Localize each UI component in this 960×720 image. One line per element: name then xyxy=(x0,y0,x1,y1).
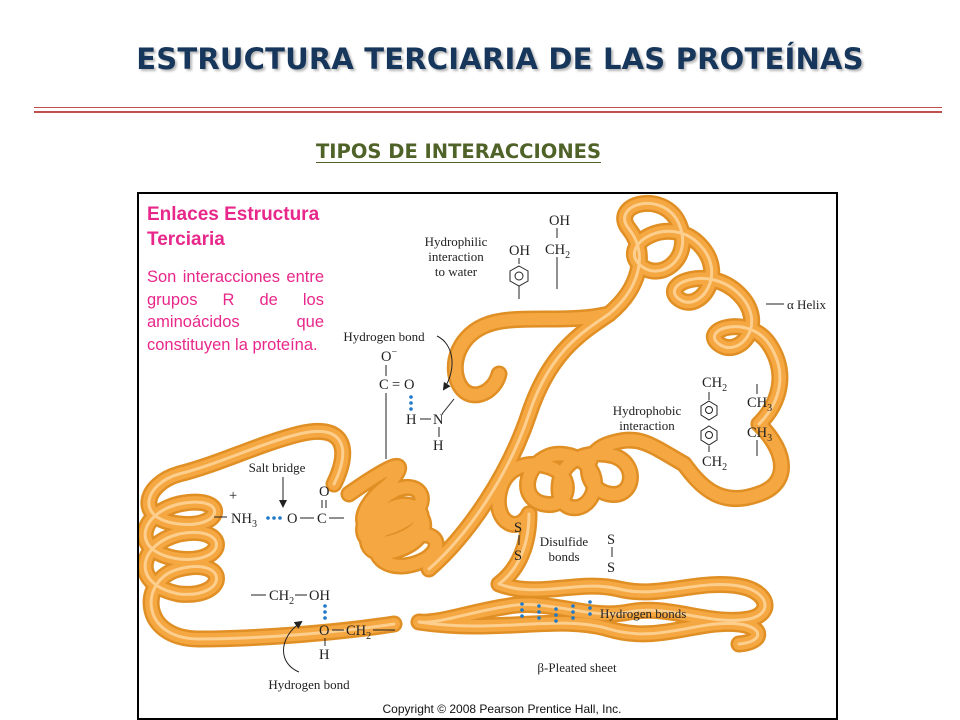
svg-text:H: H xyxy=(406,412,417,428)
copyright-text: Copyright © 2008 Pearson Prentice Hall, … xyxy=(383,702,622,716)
svg-text:+: + xyxy=(229,488,237,504)
slide-subtitle: TIPOS DE INTERACCIONES xyxy=(316,140,601,163)
svg-text:CH2: CH2 xyxy=(545,242,570,261)
svg-text:CH2: CH2 xyxy=(346,623,371,642)
alpha-helix-label-group: α Helix xyxy=(766,297,826,312)
label-disulfide-2: bonds xyxy=(548,549,579,564)
label-salt-bridge: Salt bridge xyxy=(249,460,306,475)
svg-text:=: = xyxy=(392,377,400,393)
label-hydrophilic-1: Hydrophilic xyxy=(425,234,488,249)
svg-text:O: O xyxy=(319,484,329,500)
svg-text:O: O xyxy=(319,623,329,639)
svg-text:OH: OH xyxy=(509,243,530,259)
svg-text:CH2: CH2 xyxy=(269,588,294,607)
svg-text:CH2: CH2 xyxy=(702,375,727,394)
label-hydrophilic-2: interaction xyxy=(428,249,484,264)
svg-text:O−: O− xyxy=(381,347,397,365)
svg-text:S: S xyxy=(607,560,615,576)
label-disulfide-1: Disulfide xyxy=(540,534,589,549)
svg-text:N: N xyxy=(433,412,444,428)
hydrophilic-group: OH OH CH2 Hydrophilic interaction to wat… xyxy=(425,213,570,299)
svg-text:OH: OH xyxy=(549,213,570,229)
beta-sheet-hbonds: Hydrogen bonds β-Pleated sheet xyxy=(520,600,686,675)
label-beta-sheet: β-Pleated sheet xyxy=(537,660,617,675)
svg-text:C: C xyxy=(317,511,327,527)
svg-text:C: C xyxy=(379,377,389,393)
svg-text:O: O xyxy=(404,377,414,393)
svg-text:OH: OH xyxy=(309,588,330,604)
label-alpha-helix: α Helix xyxy=(787,297,826,312)
svg-text:H: H xyxy=(433,438,444,454)
disulfide-group: S S S S Disulfide bonds xyxy=(514,520,615,576)
title-rule xyxy=(34,107,942,108)
hydrogen-bond-top: Hydrogen bond O− C = O H N H xyxy=(343,329,455,459)
label-hydrogen-bond-top: Hydrogen bond xyxy=(343,329,425,344)
label-hydrogen-bond-bottom: Hydrogen bond xyxy=(268,677,350,692)
svg-text:S: S xyxy=(514,548,522,564)
textbox-heading: Enlaces Estructura Terciaria xyxy=(147,204,320,250)
svg-text:CH3: CH3 xyxy=(747,425,772,444)
textbox-body: Son interacciones entre grupos R de los … xyxy=(147,268,324,354)
svg-text:NH3: NH3 xyxy=(231,511,257,530)
label-hydrogen-bonds: Hydrogen bonds xyxy=(600,606,686,621)
svg-text:O: O xyxy=(287,511,297,527)
title-rule-thick xyxy=(34,111,942,113)
slide-title: ESTRUCTURA TERCIARIA DE LAS PROTEÍNAS xyxy=(136,42,864,76)
protein-diagram: OH OH CH2 Hydrophilic interaction to wat… xyxy=(139,194,826,716)
svg-text:H: H xyxy=(319,647,330,663)
hydrophobic-group: CH2 CH2 CH3 CH3 Hydrophobic interaction xyxy=(613,375,772,473)
svg-text:CH2: CH2 xyxy=(702,454,727,473)
label-hydrophilic-3: to water xyxy=(435,264,478,279)
salt-bridge-group: Salt bridge + NH3 O C O xyxy=(214,460,344,530)
label-hydrophobic-1: Hydrophobic xyxy=(613,403,682,418)
svg-text:S: S xyxy=(607,532,615,548)
svg-text:CH3: CH3 xyxy=(747,395,772,414)
hydrogen-bond-bottom: CH2 OH O CH2 H Hydrogen bond xyxy=(251,588,395,692)
protein-figure: OH OH CH2 Hydrophilic interaction to wat… xyxy=(137,192,838,720)
label-hydrophobic-2: interaction xyxy=(619,418,675,433)
svg-text:S: S xyxy=(514,520,522,536)
